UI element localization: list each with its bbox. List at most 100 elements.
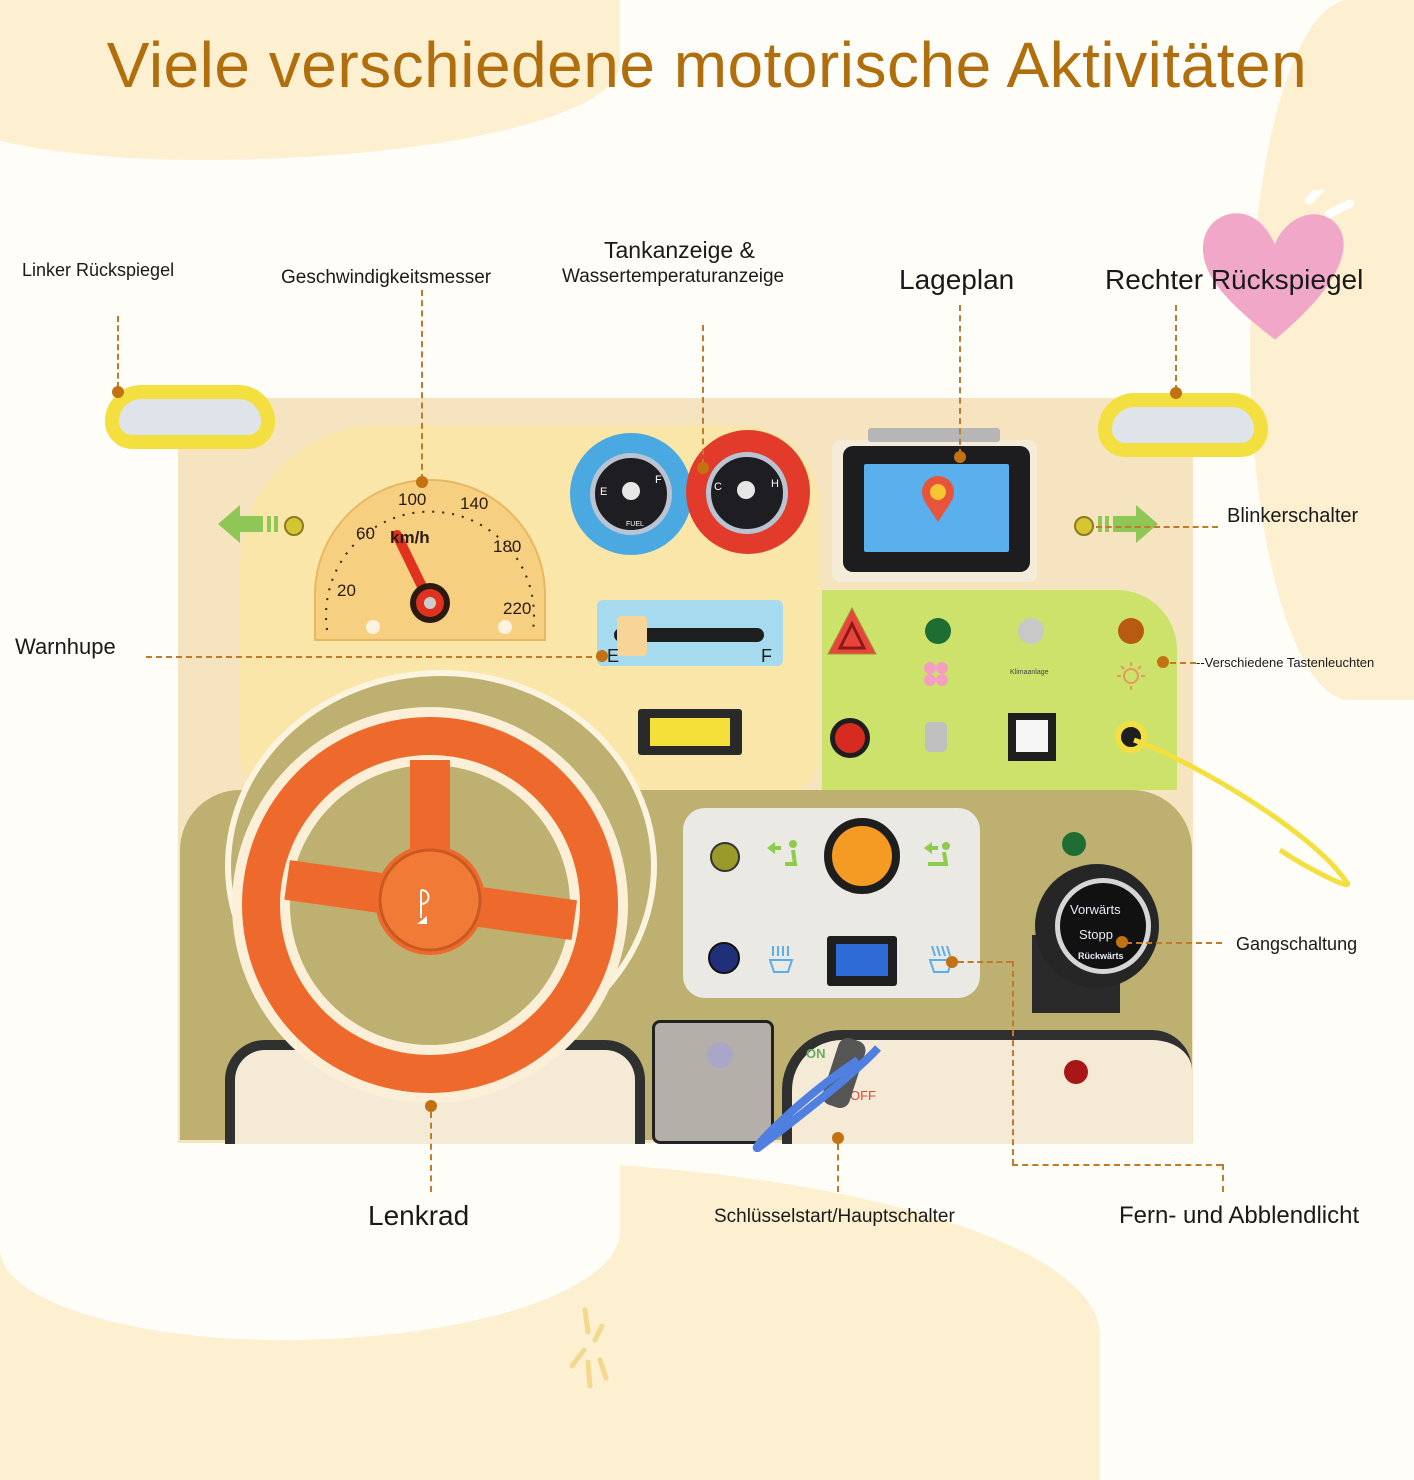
fuel-slider-track <box>614 628 764 642</box>
leader-left-mirror <box>117 316 119 388</box>
toggle-switch[interactable] <box>925 722 947 752</box>
page-title: Viele verschiedene motorische Aktivitäte… <box>106 29 1308 101</box>
right-mirror[interactable] <box>1098 393 1268 457</box>
speedometer[interactable] <box>305 475 555 645</box>
label-turn-signal: Blinkerschalter <box>1227 505 1359 527</box>
leader-gauges <box>702 325 704 465</box>
fuel-slider-high: F <box>761 646 772 666</box>
leader-gear-shift <box>1126 942 1222 944</box>
fuel-gauge-caption: FUEL <box>626 521 644 528</box>
sparkle-icon <box>569 1307 609 1389</box>
leader-dot-steering <box>425 1100 437 1112</box>
left-mirror[interactable] <box>105 385 275 449</box>
window-rocker-button <box>650 718 730 746</box>
fuel-gauge-high: F <box>655 474 662 486</box>
speed-tick-20: 20 <box>337 581 356 600</box>
background-blob-top-right <box>1250 0 1414 700</box>
right-turn-led <box>1074 516 1094 536</box>
button-lights-panel <box>822 590 1177 790</box>
leader-dot-headlights <box>946 956 958 968</box>
console-led <box>707 1042 733 1068</box>
blue-indicator-led <box>708 942 740 974</box>
leader-dot-horn <box>596 650 608 662</box>
speed-tick-220: 220 <box>503 599 532 618</box>
temperature-gauge-low: C <box>714 481 722 493</box>
green-gear-led <box>1062 832 1086 856</box>
speed-tick-180: 180 <box>493 537 522 556</box>
leader-headlights-h2 <box>1012 1164 1222 1166</box>
fuel-gauge-low: E <box>600 486 608 498</box>
gear-console <box>652 1020 774 1144</box>
leader-steering <box>430 1112 432 1192</box>
red-push-button[interactable] <box>830 718 870 758</box>
key-on-label: ON <box>806 1046 826 1061</box>
gear-shift-face <box>1055 878 1151 974</box>
leader-dot-button-lights <box>1157 656 1169 668</box>
leader-right-mirror <box>1175 305 1177 391</box>
label-gauges-line2: Wassertemperaturanzeige <box>562 266 785 287</box>
light-bulb-icon <box>1117 662 1145 690</box>
steering-wheel[interactable] <box>225 700 635 1110</box>
leader-speedometer <box>421 290 423 480</box>
leader-dot-speedometer <box>416 476 428 488</box>
temperature-gauge-high: H <box>771 478 779 490</box>
gear-forward-label: Vorwärts <box>1070 902 1121 917</box>
tablet-hinge <box>868 428 1000 442</box>
fuel-gauge-knob <box>622 482 640 500</box>
label-headlights: Fern- und Abblendlicht <box>1119 1202 1360 1229</box>
label-horn: Warnhupe <box>15 634 116 659</box>
label-speedometer: Geschwindigkeitsmesser <box>281 267 492 288</box>
leader-turn-signal <box>1096 526 1218 528</box>
label-gauges-line1: Tankanzeige & <box>604 237 755 263</box>
leader-horn <box>146 656 602 658</box>
left-arrow-icon <box>218 505 278 543</box>
label-steering-wheel: Lenkrad <box>368 1200 470 1231</box>
label-button-lights: --Verschiedene Tastenleuchten <box>1196 655 1375 670</box>
yellow-cable[interactable] <box>1130 730 1360 900</box>
red-indicator-led <box>1064 1060 1088 1084</box>
hazard-warning-button[interactable] <box>826 606 878 658</box>
olive-indicator-led <box>710 842 740 872</box>
leader-dot-gear-shift <box>1116 936 1128 948</box>
leader-dot-key <box>832 1132 844 1144</box>
green-indicator-led <box>925 618 951 644</box>
fuel-slider-handle[interactable] <box>617 616 647 656</box>
seat-airflow-icon-right <box>924 842 950 866</box>
leader-button-lights <box>1170 662 1196 664</box>
horn-icon <box>417 889 430 924</box>
low-beam-icon <box>768 946 794 973</box>
cable-socket[interactable] <box>1115 721 1147 753</box>
fan-icon <box>924 662 948 686</box>
label-map: Lageplan <box>899 264 1015 295</box>
map-pin-icon <box>922 476 954 522</box>
blue-key-lanyard[interactable] <box>748 1040 898 1152</box>
leader-dot-left-mirror <box>112 386 124 398</box>
leader-dot-right-mirror <box>1170 387 1182 399</box>
leader-dot-gauges <box>697 462 709 474</box>
leader-key <box>837 1144 839 1192</box>
fuel-slider-low: E <box>607 646 620 666</box>
speedometer-unit: km/h <box>390 528 430 547</box>
amber-rotary-knob[interactable] <box>824 818 900 894</box>
right-arrow-icon <box>1098 505 1158 543</box>
speed-tick-140: 140 <box>460 494 489 513</box>
label-gear-shift: Gangschaltung <box>1236 934 1358 954</box>
leader-dot-map <box>954 451 966 463</box>
high-beam-icon <box>928 945 954 973</box>
speed-tick-100: 100 <box>398 490 427 509</box>
leader-headlights-v1 <box>1012 961 1014 1165</box>
label-left-mirror: Linker Rückspiegel <box>22 260 175 280</box>
key-off-label: OFF <box>850 1088 876 1103</box>
seat-airflow-icon-left <box>767 840 798 866</box>
climate-caption: Klimaanlage <box>1010 669 1049 676</box>
leader-headlights-v2 <box>1222 1164 1224 1192</box>
temperature-gauge-knob <box>737 481 755 499</box>
leader-map <box>959 305 961 455</box>
background-cloud-white <box>0 1140 620 1340</box>
label-right-mirror: Rechter Rückspiegel <box>1105 264 1364 295</box>
blue-rocker-button <box>836 944 888 976</box>
gear-reverse-label: Rückwärts <box>1078 951 1124 961</box>
speed-tick-60: 60 <box>356 524 375 543</box>
leader-headlights-h1 <box>958 961 1012 963</box>
label-key-start: Schlüsselstart/Hauptschalter <box>714 1206 955 1227</box>
